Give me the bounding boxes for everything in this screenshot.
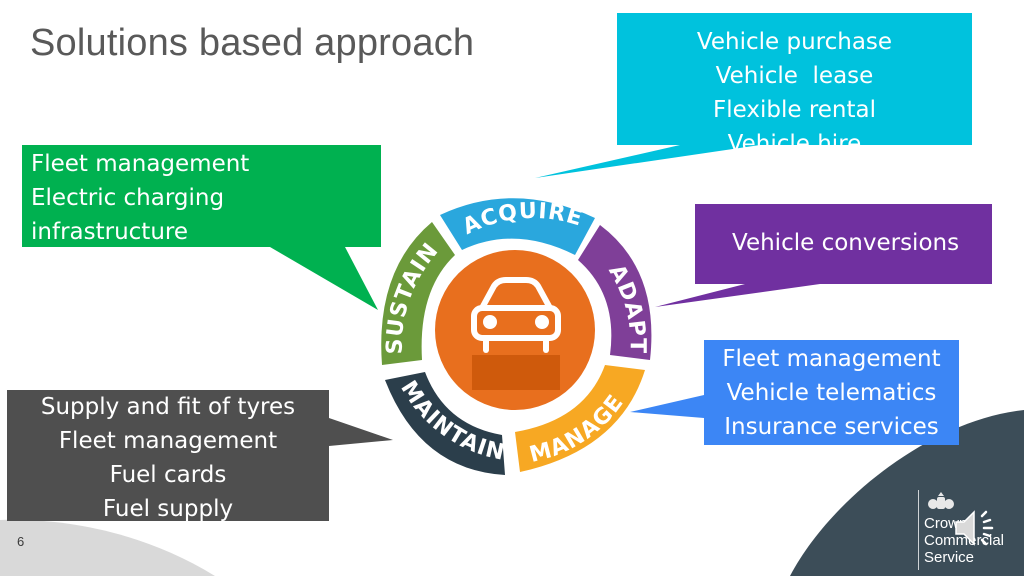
manage-callout-line: Insurance services	[724, 414, 939, 440]
manage-pointer	[630, 395, 704, 418]
sustain-callout-line: infrastructure	[31, 219, 188, 245]
brand-name: Crown Commercial Service	[924, 515, 1004, 566]
speaker-icon[interactable]	[952, 506, 1000, 550]
maintain-pointer	[329, 418, 393, 446]
sustain-callout-line: Fleet management	[31, 151, 250, 177]
acquire-callout: Vehicle purchase Vehicle lease Flexible …	[617, 13, 972, 157]
manage-callout-line: Vehicle telematics	[726, 380, 937, 406]
manage-callout-line: Fleet management	[722, 346, 941, 372]
brand-line: Service	[924, 549, 975, 566]
adapt-callout: Vehicle conversions	[695, 204, 992, 284]
acquire-callout-line: Vehicle lease	[715, 63, 874, 89]
corner-swoosh-left	[0, 519, 215, 576]
maintain-callout-line: Fuel cards	[109, 462, 227, 488]
sustain-callout-line: Electric charging	[31, 185, 225, 211]
sustain-callout: Fleet management Electric charging infra…	[22, 145, 381, 247]
acquire-pointer	[535, 145, 760, 178]
acquire-callout-line: Flexible rental	[713, 97, 876, 123]
slide-number: 6	[17, 534, 25, 549]
segment-adapt	[578, 225, 652, 360]
segment-maintain	[385, 372, 505, 475]
page-title: Solutions based approach	[30, 22, 475, 64]
manage-callout: Fleet management Vehicle telematics Insu…	[704, 340, 959, 445]
car-icon	[471, 277, 561, 353]
segment-manage	[515, 365, 645, 472]
cycle-ring	[381, 198, 652, 475]
adapt-callout-line: Vehicle conversions	[732, 230, 960, 256]
royal-crest-icon	[928, 492, 954, 509]
segment-acquire	[440, 198, 595, 255]
brand-logo-area	[918, 490, 1019, 570]
adapt-pointer	[655, 284, 820, 307]
maintain-callout-line: Supply and fit of tyres	[40, 394, 296, 420]
acquire-callout-line: Vehicle hire	[727, 131, 862, 157]
maintain-callout-line: Fleet management	[58, 428, 278, 454]
sustain-pointer	[270, 247, 378, 310]
segment-sustain	[381, 222, 455, 365]
center-label-block	[472, 355, 560, 390]
maintain-callout: Supply and fit of tyres Fleet management…	[7, 390, 329, 522]
acquire-callout-line: Vehicle purchase	[696, 29, 893, 55]
maintain-callout-line: Fuel supply	[102, 496, 234, 522]
brand-line: Commercial	[924, 532, 1005, 549]
